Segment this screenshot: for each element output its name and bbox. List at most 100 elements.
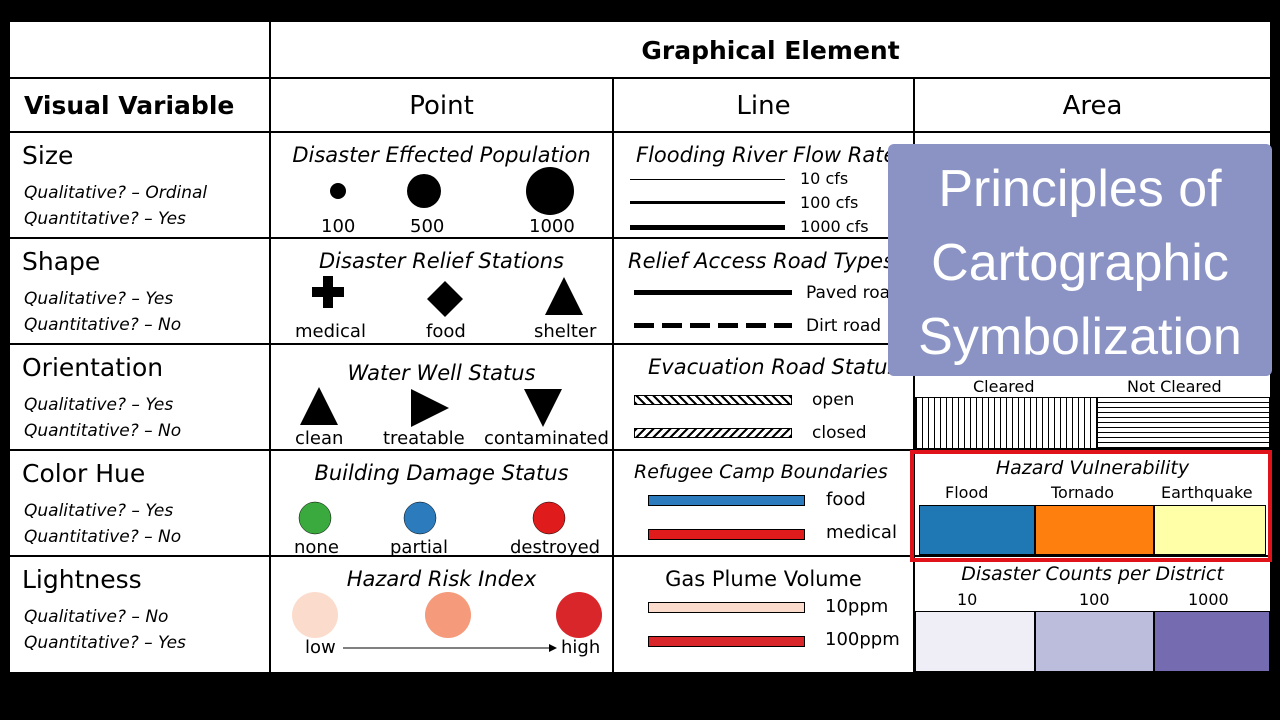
- shape-line-cell: Relief Access Road Types Paved road Dirt…: [614, 239, 913, 343]
- hazard-vulnerability-title: Hazard Vulnerability: [995, 457, 1190, 479]
- title-overlay: Principles of Cartographic Symbolization: [888, 144, 1272, 376]
- risk-circle-high: [556, 592, 602, 638]
- qualitative-note: Qualitative? – Yes: [24, 501, 174, 521]
- hue-circle-destroyed: [532, 501, 566, 535]
- overlay-line-3: Symbolization: [918, 308, 1242, 366]
- orientation-point-symbols: [300, 387, 562, 427]
- dirt-road-line: [634, 323, 792, 328]
- row-lightness-variable: Lightness Qualitative? – No Quantitative…: [10, 557, 269, 672]
- road-label-dirt: Dirt road: [806, 316, 882, 336]
- size-circle-medium: [407, 174, 441, 208]
- column-header-area-label: Area: [1062, 91, 1123, 121]
- orientation-line-cell: Evacuation Road Status open closed: [614, 345, 913, 449]
- flow-line-thin: [630, 179, 785, 180]
- size-point-title: Disaster Effected Population: [292, 143, 591, 167]
- row-color-hue-variable: Color Hue Qualitative? – Yes Quantitativ…: [10, 451, 269, 555]
- gas-10ppm-line: [648, 602, 805, 613]
- quantitative-note: Quantitative? – Yes: [24, 633, 186, 653]
- quantitative-note: Quantitative? – No: [24, 421, 182, 441]
- orientation-label-contaminated: contaminated: [484, 428, 609, 449]
- size-point-symbols: [330, 167, 574, 215]
- column-header-point-label: Point: [409, 91, 474, 121]
- hue-line-title: Refugee Camp Boundaries: [634, 461, 888, 483]
- hue-point-symbols: [298, 501, 566, 535]
- visual-variable-header: Visual Variable: [10, 79, 269, 131]
- size-label-100: 100: [321, 216, 356, 237]
- size-point-cell: Disaster Effected Population 100 500 100…: [271, 133, 612, 237]
- flood-swatch: [919, 505, 1035, 555]
- evac-label-closed: closed: [812, 423, 867, 443]
- orientation-point-title: Water Well Status: [347, 361, 536, 385]
- hue-label-none: none: [294, 537, 339, 555]
- hue-circle-none: [298, 501, 332, 535]
- size-circle-large: [526, 167, 574, 215]
- count-1000-swatch: [1154, 611, 1270, 672]
- highlight-box: [910, 450, 1272, 562]
- quantitative-note: Quantitative? – No: [24, 315, 182, 335]
- hazard-label-earthquake: Earthquake: [1161, 483, 1253, 502]
- cleared-pattern: [915, 397, 1097, 449]
- road-label-paved: Paved road: [806, 283, 901, 303]
- quantitative-note: Quantitative? – Yes: [24, 209, 186, 229]
- hue-area-cell: Hazard Vulnerability Flood Tornado Earth…: [915, 451, 1270, 555]
- shape-point-cell: Disaster Relief Stations medical food sh…: [271, 239, 612, 343]
- shape-point-symbols: [312, 276, 583, 317]
- hue-point-title: Building Damage Status: [314, 461, 569, 485]
- column-header-line: Line: [614, 79, 913, 131]
- earthquake-swatch: [1154, 505, 1266, 555]
- flow-line-thick: [630, 225, 785, 230]
- risk-circle-mid: [425, 592, 471, 638]
- hue-label-destroyed: destroyed: [510, 537, 601, 555]
- not-cleared-pattern: [1097, 397, 1270, 449]
- symbolization-table: Graphical Element Visual Variable Point …: [6, 18, 1274, 676]
- column-header-area: Area: [915, 79, 1270, 131]
- qualitative-note: Qualitative? – Yes: [24, 289, 174, 309]
- evac-label-open: open: [812, 390, 855, 410]
- count-label-100: 100: [1079, 590, 1110, 609]
- variable-name: Size: [22, 141, 74, 170]
- camp-medical-line: [648, 529, 805, 540]
- row-shape-variable: Shape Qualitative? – Yes Quantitative? –…: [10, 239, 269, 343]
- column-header-line-label: Line: [736, 91, 791, 121]
- graphical-element-title: Graphical Element: [641, 36, 900, 65]
- orientation-line-title: Evacuation Road Status: [648, 355, 899, 379]
- open-road-line: [634, 395, 792, 405]
- variable-name: Color Hue: [22, 459, 146, 488]
- variable-name: Orientation: [22, 353, 164, 382]
- shape-label-food: food: [426, 321, 466, 342]
- gas-plume-title: Gas Plume Volume: [665, 567, 862, 591]
- risk-circle-low: [292, 592, 338, 638]
- count-100-swatch: [1035, 611, 1154, 672]
- graphical-element-header: Graphical Element: [271, 22, 1270, 77]
- risk-label-low: low: [305, 637, 336, 658]
- camp-label-food: food: [826, 489, 866, 510]
- disaster-counts-title: Disaster Counts per District: [961, 563, 1224, 585]
- overlay-line-1: Principles of: [938, 160, 1222, 218]
- overlay-line-2: Cartographic: [931, 234, 1229, 292]
- row-size-variable: Size Qualitative? – Ordinal Quantitative…: [10, 133, 269, 237]
- lightness-point-cell: Hazard Risk Index low high: [271, 557, 612, 672]
- risk-label-high: high: [561, 637, 601, 658]
- variable-name: Lightness: [22, 565, 142, 594]
- paved-road-line: [634, 290, 792, 295]
- size-label-1000: 1000: [529, 216, 575, 237]
- size-label-500: 500: [410, 216, 445, 237]
- closed-road-line: [634, 428, 792, 438]
- flow-line-medium: [630, 201, 785, 204]
- size-line-cell: Flooding River Flow Rate 10 cfs 100 cfs …: [614, 133, 913, 237]
- qualitative-note: Qualitative? – No: [24, 607, 169, 627]
- size-line-title: Flooding River Flow Rate: [636, 143, 897, 167]
- hue-label-partial: partial: [390, 537, 448, 555]
- qualitative-note: Qualitative? – Ordinal: [24, 183, 208, 203]
- triangle-right-icon: [411, 389, 449, 427]
- hue-line-cell: Refugee Camp Boundaries food medical: [614, 451, 913, 555]
- variable-name: Shape: [22, 247, 101, 276]
- triangle-up-icon: [300, 387, 338, 425]
- camp-food-line: [648, 495, 805, 506]
- count-label-10: 10: [957, 590, 978, 609]
- quantitative-note: Quantitative? – No: [24, 527, 182, 547]
- camp-label-medical: medical: [826, 522, 897, 543]
- tornado-swatch: [1035, 505, 1154, 555]
- row-orientation-variable: Orientation Qualitative? – Yes Quantitat…: [10, 345, 269, 449]
- size-circle-small: [330, 183, 346, 199]
